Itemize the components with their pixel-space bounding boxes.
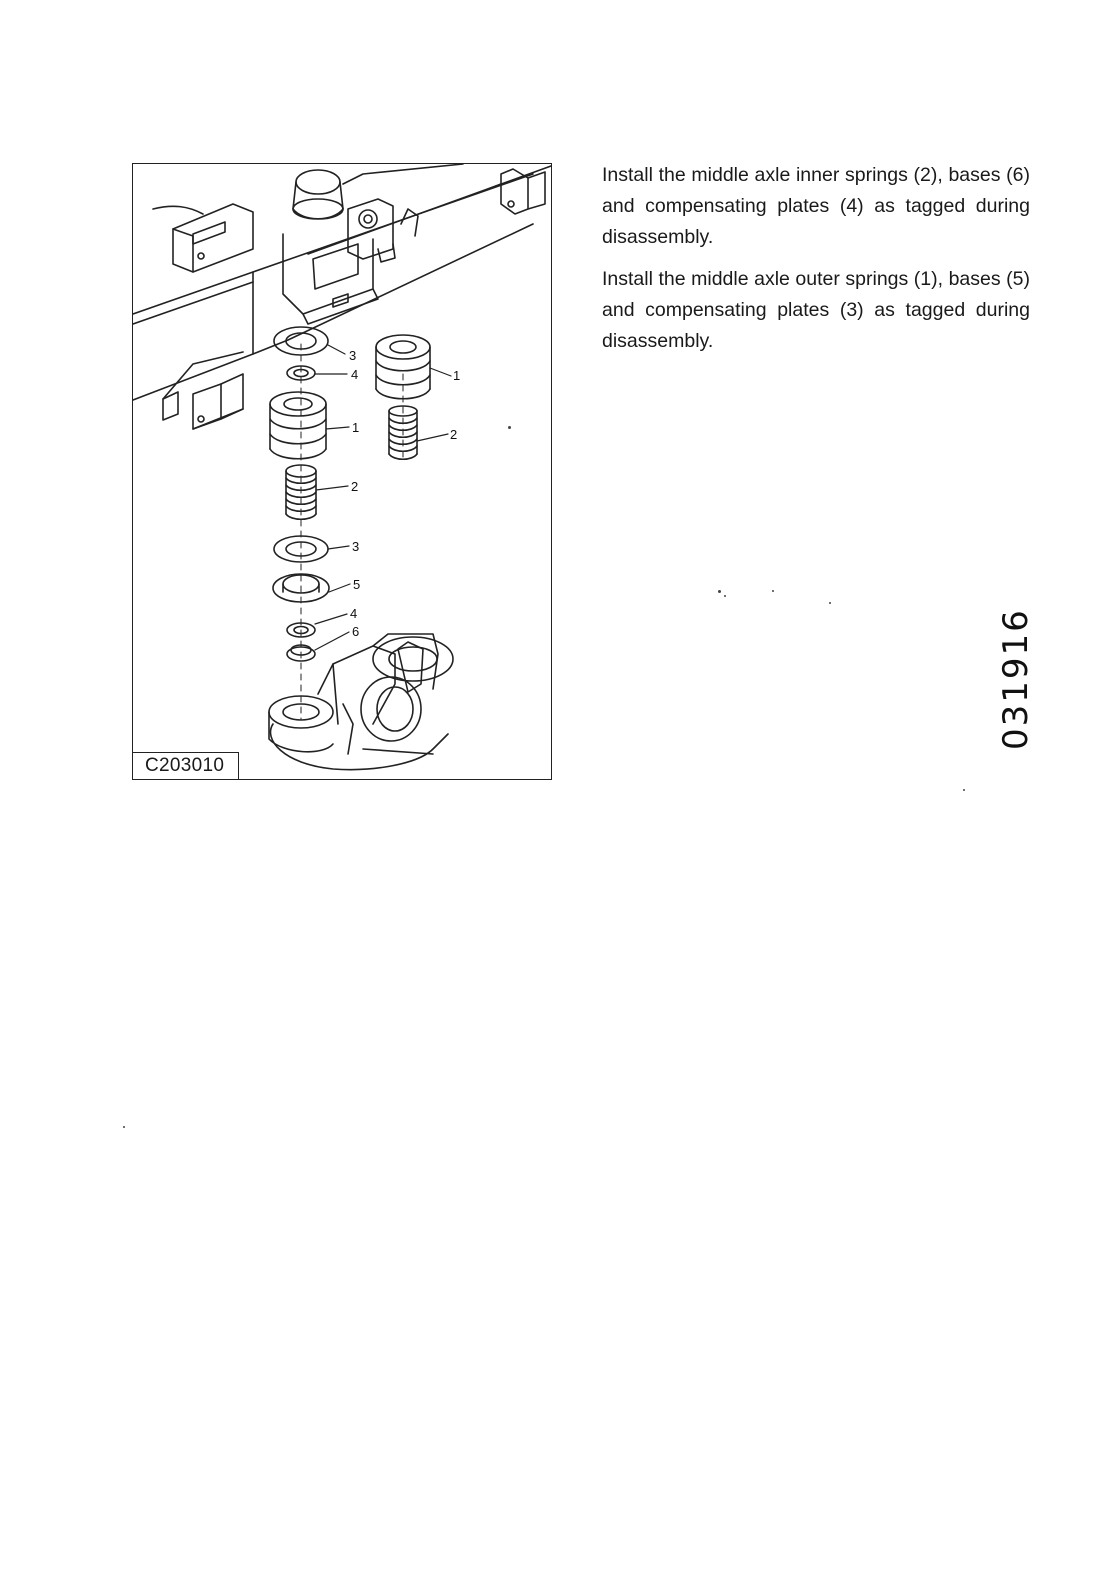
callout-4-upper: 4 bbox=[351, 367, 358, 382]
callout-5: 5 bbox=[353, 577, 360, 592]
instruction-inner-springs: Install the middle axle inner springs (2… bbox=[602, 164, 1030, 248]
callout-3-lower: 3 bbox=[352, 539, 359, 554]
callout-leaders bbox=[314, 344, 452, 651]
inner-spring-2-left bbox=[285, 464, 317, 521]
inner-spring-2-right bbox=[388, 405, 418, 461]
scan-speck bbox=[724, 595, 726, 597]
callout-3-upper: 3 bbox=[349, 348, 356, 363]
spring-base-6 bbox=[286, 644, 316, 662]
chassis-frame bbox=[133, 164, 551, 430]
callout-1-right: 1 bbox=[453, 368, 460, 383]
scan-speck bbox=[772, 590, 774, 592]
callout-1-left: 1 bbox=[352, 420, 359, 435]
scan-speck bbox=[829, 602, 831, 604]
scan-speck bbox=[508, 426, 511, 429]
exploded-view-figure: 3 4 1 2 3 5 4 6 1 2 C203010 bbox=[132, 163, 552, 780]
compensating-plate-3-upper bbox=[273, 326, 329, 356]
scan-speck bbox=[963, 789, 965, 791]
figure-caption: C203010 bbox=[133, 752, 240, 779]
callout-6: 6 bbox=[352, 624, 359, 639]
outer-spring-1-left bbox=[269, 391, 327, 460]
scan-speck bbox=[718, 590, 721, 593]
callout-4-lower: 4 bbox=[350, 606, 357, 621]
callout-2-right: 2 bbox=[450, 427, 457, 442]
instruction-outer-springs: Install the middle axle outer springs (1… bbox=[602, 268, 1030, 352]
scan-speck bbox=[123, 1126, 125, 1128]
axle-housing bbox=[268, 633, 454, 771]
callout-2-left: 2 bbox=[351, 479, 358, 494]
compensating-plate-4-lower bbox=[286, 622, 316, 638]
instruction-column: Install the middle axle inner springs (2… bbox=[602, 160, 1030, 368]
compensating-plate-4-upper bbox=[286, 365, 316, 381]
suspension-spring-diagram: 3 4 1 2 3 5 4 6 1 2 bbox=[133, 164, 551, 771]
page-stamp: 031916 bbox=[996, 608, 1036, 750]
spring-base-5 bbox=[272, 573, 330, 603]
